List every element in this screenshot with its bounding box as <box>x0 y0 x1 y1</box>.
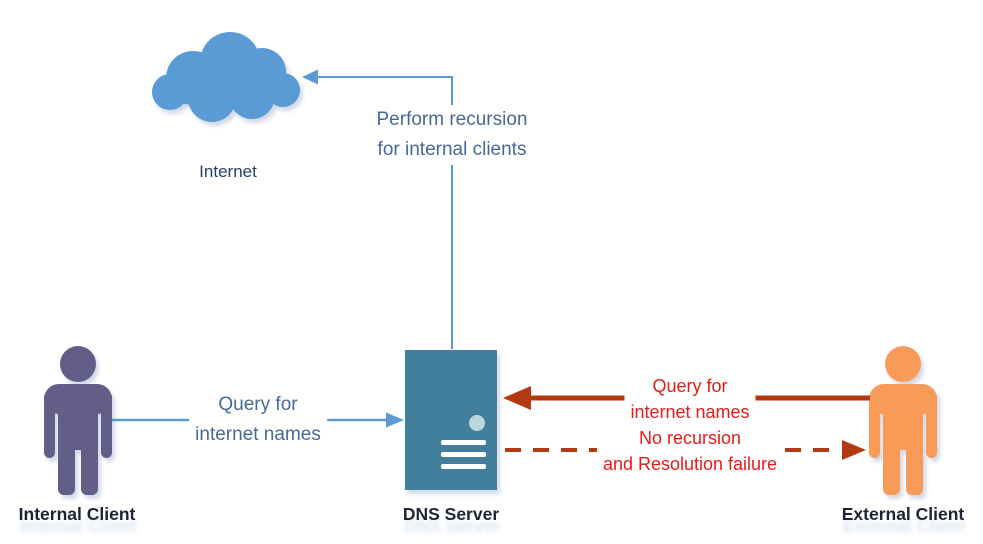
internet-label: Internet <box>199 162 257 181</box>
internal-client-icon <box>44 346 112 495</box>
external-query-label: Query for internet names <box>624 373 756 425</box>
internal-client-label: Internal Client <box>18 504 136 524</box>
failure-dashed-arrow <box>505 440 866 460</box>
external-client-icon <box>869 346 937 495</box>
recursion-label: Perform recursion for internal clients <box>370 105 534 165</box>
internet-cloud-icon <box>152 32 300 122</box>
external-client-label: External Client <box>841 504 965 524</box>
recursion-arrow <box>302 69 453 349</box>
internal-query-label: Query for internet names <box>189 390 327 450</box>
dns-server-icon <box>405 350 497 490</box>
dns-server-label: DNS Server <box>402 504 500 524</box>
failure-label: No recursion and Resolution failure <box>596 425 784 477</box>
